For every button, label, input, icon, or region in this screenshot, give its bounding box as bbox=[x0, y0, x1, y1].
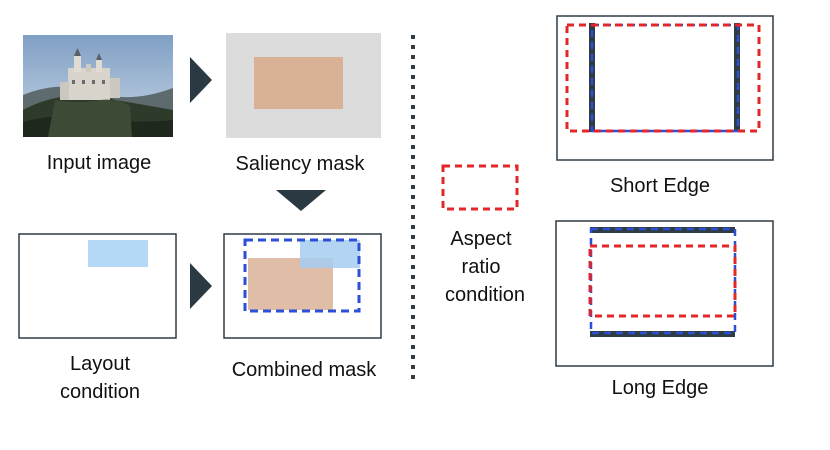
arrow-down-icon bbox=[276, 190, 326, 211]
long-edge-bar-top bbox=[590, 227, 735, 233]
aspect-ratio-label-line3: condition bbox=[445, 284, 525, 306]
short-edge-red-box bbox=[565, 23, 761, 133]
aspect-ratio-label-line2: ratio bbox=[462, 256, 501, 278]
long-edge-bar-bottom bbox=[590, 331, 735, 337]
short-edge-bar-left bbox=[589, 23, 595, 132]
layout-region bbox=[88, 240, 148, 267]
long-edge-red-box bbox=[588, 244, 737, 318]
short-edge-panel bbox=[556, 15, 774, 161]
long-edge-label: Long Edge bbox=[612, 377, 709, 399]
arrow-right-icon bbox=[190, 57, 212, 103]
aspect-ratio-label-line1: Aspect bbox=[450, 228, 512, 250]
combined-layout-region bbox=[300, 240, 360, 268]
layout-condition-label-line2: condition bbox=[60, 381, 140, 403]
combined-mask-label: Combined mask bbox=[232, 359, 378, 381]
saliency-mask-label: Saliency mask bbox=[236, 153, 366, 175]
combined-mask-panel bbox=[223, 233, 382, 339]
layout-condition-label-line1: Layout bbox=[70, 353, 130, 375]
saliency-region bbox=[254, 57, 343, 109]
combined-bounding-box bbox=[243, 238, 361, 313]
input-image-label: Input image bbox=[47, 152, 152, 174]
short-edge-label: Short Edge bbox=[610, 175, 710, 197]
aspect-ratio-icon bbox=[441, 164, 519, 211]
saliency-mask-panel bbox=[226, 33, 381, 138]
arrow-right-icon bbox=[190, 263, 212, 309]
input-image-thumbnail bbox=[23, 35, 173, 137]
long-edge-panel bbox=[555, 220, 774, 367]
layout-condition-panel bbox=[18, 233, 177, 339]
